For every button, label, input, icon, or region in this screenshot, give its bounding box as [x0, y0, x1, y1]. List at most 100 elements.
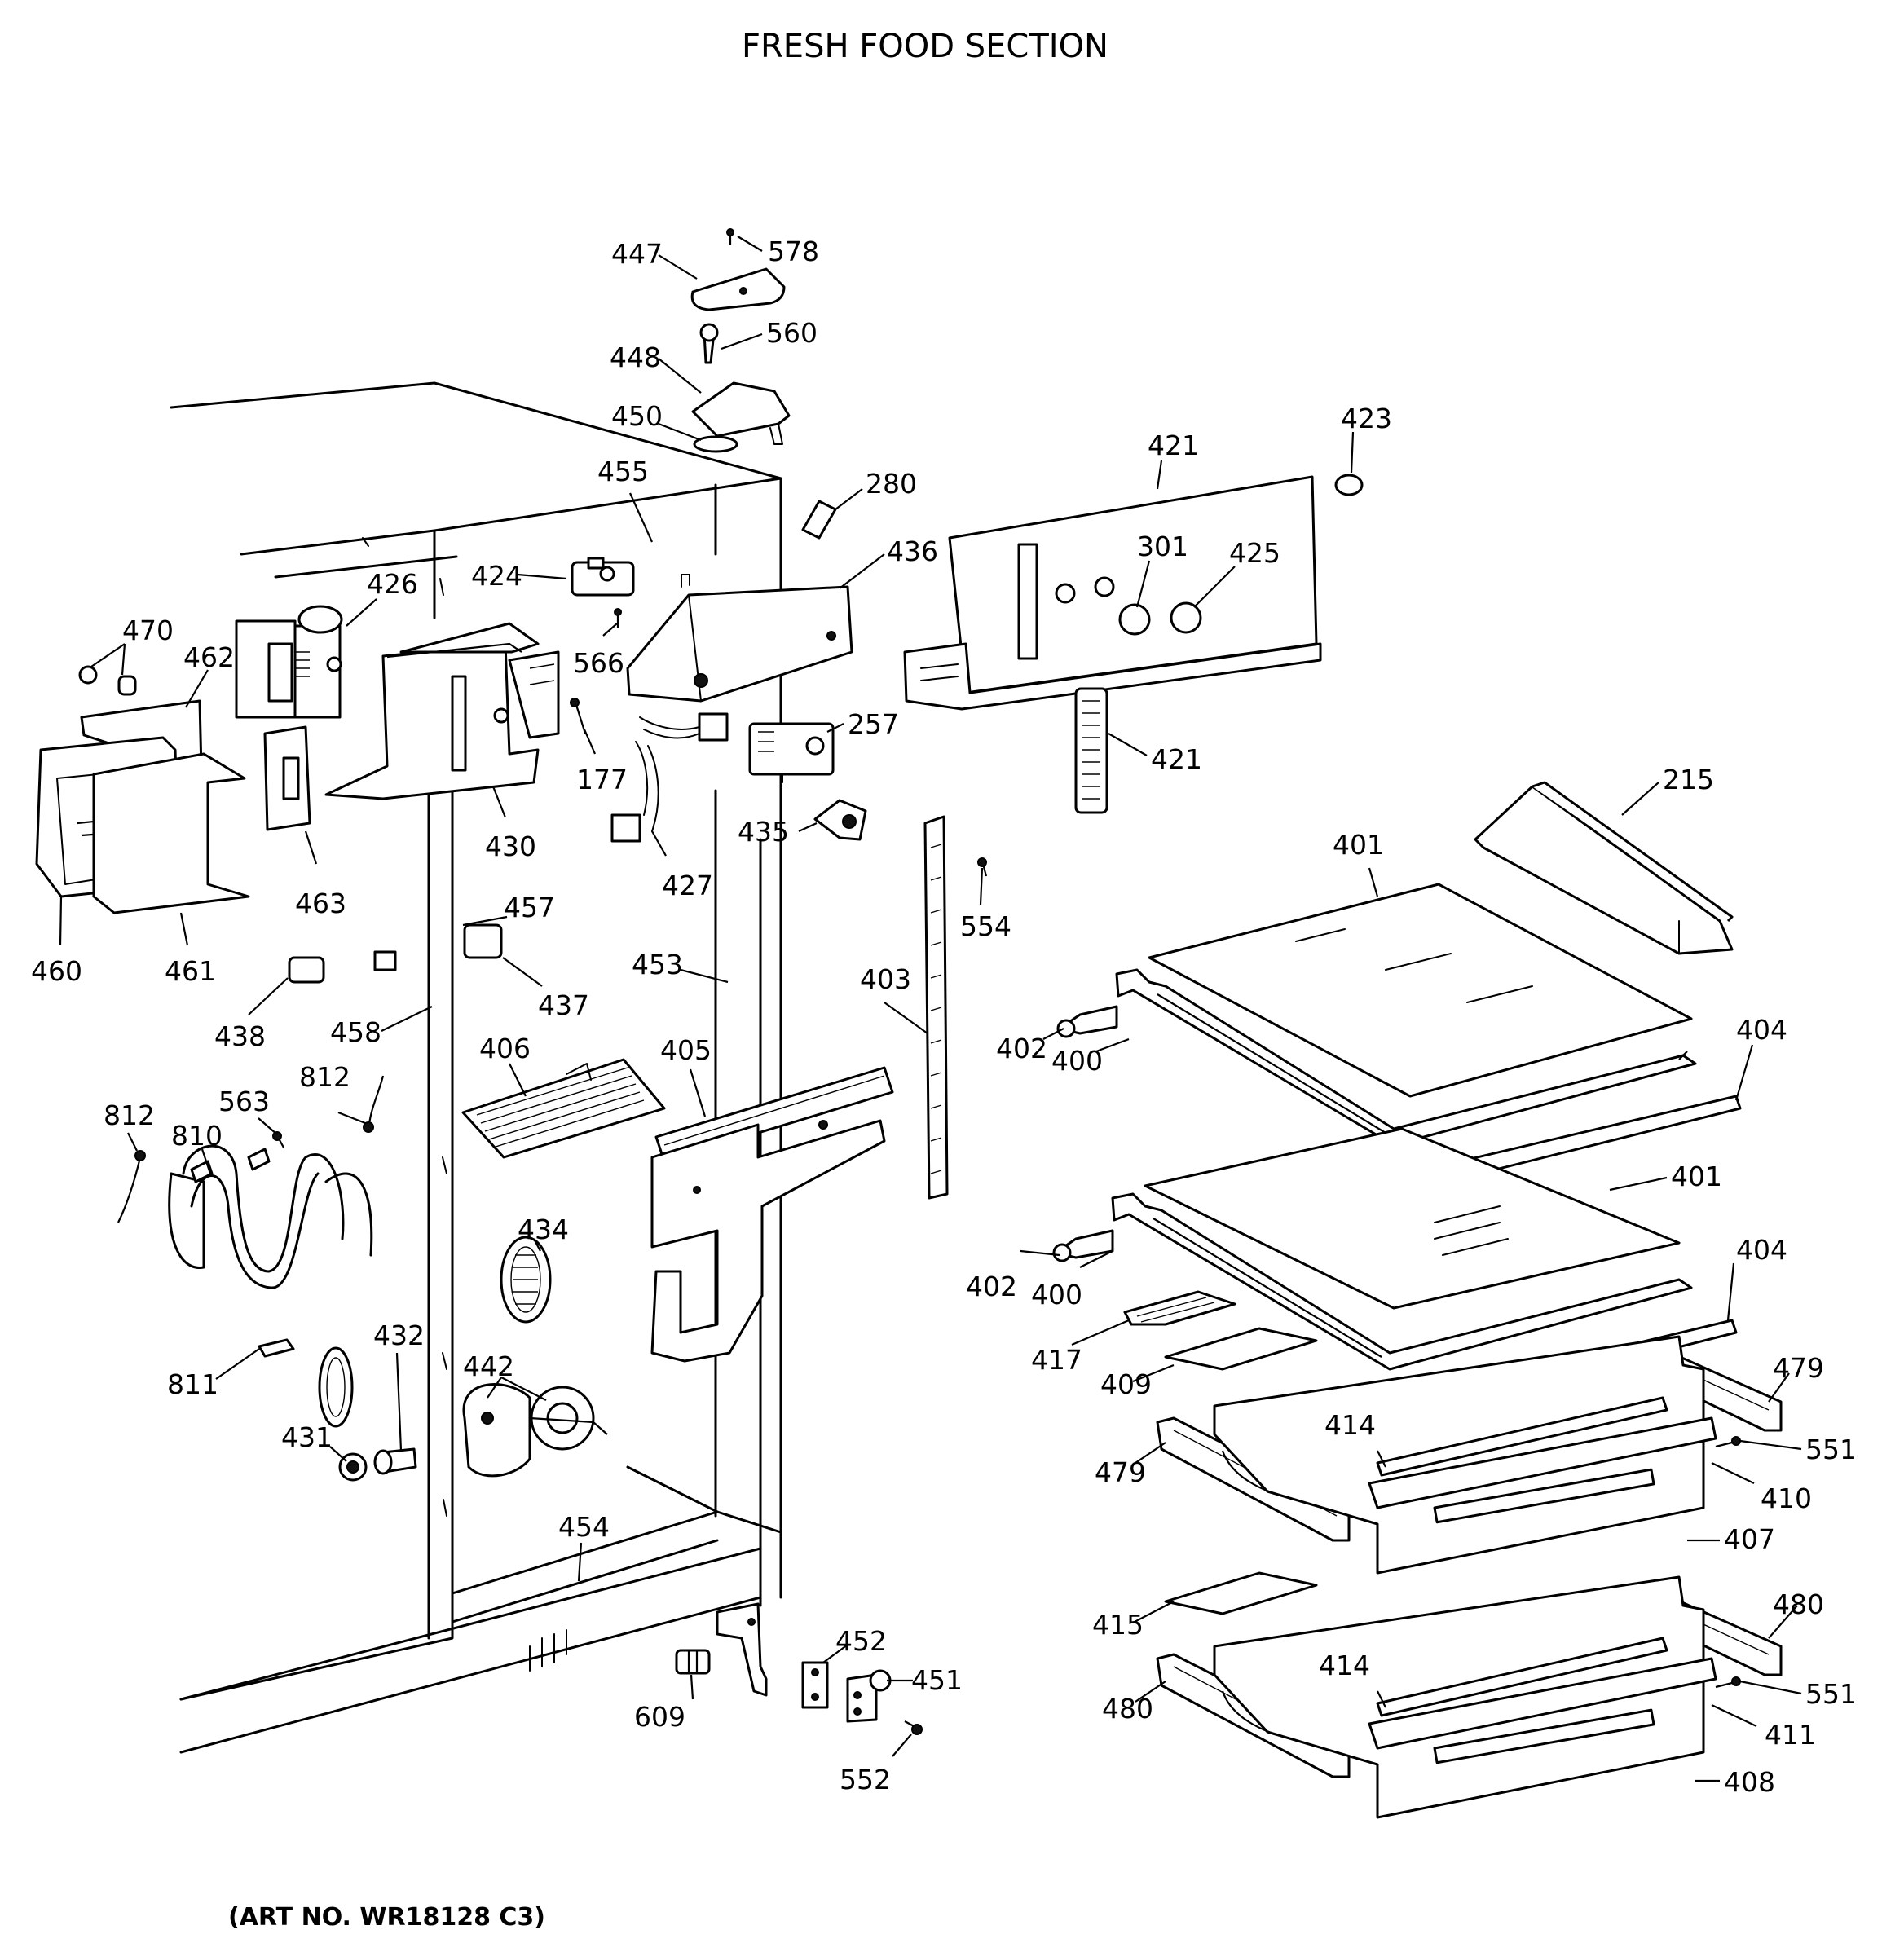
- callout-552: 552: [840, 1764, 891, 1795]
- knob-425: [1170, 601, 1202, 634]
- damper-426: [235, 605, 343, 719]
- cap-438: [288, 956, 325, 984]
- callout-437: 437: [538, 989, 589, 1021]
- callout-427: 427: [662, 870, 713, 901]
- grommet-470a: [78, 665, 98, 685]
- callout-460: 460: [31, 955, 82, 987]
- drawer-cover-415: [1164, 1571, 1318, 1615]
- control-panel-421: [903, 474, 1364, 814]
- callout-448: 448: [610, 341, 661, 373]
- upper-shelf-assembly: [1056, 883, 1742, 1183]
- defrost-timer-257: [748, 722, 835, 783]
- bracket-lower: [716, 1602, 768, 1697]
- callout-810: 810: [171, 1120, 223, 1152]
- callout-407: 407: [1724, 1523, 1775, 1555]
- callout-425: 425: [1229, 537, 1280, 569]
- callout-409: 409: [1100, 1368, 1152, 1400]
- knob-301: [1118, 603, 1151, 636]
- callout-426: 426: [367, 568, 418, 600]
- callout-400a: 400: [1051, 1045, 1103, 1077]
- callout-403: 403: [860, 963, 911, 995]
- callout-430: 430: [485, 830, 536, 862]
- callout-404a: 404: [1736, 1014, 1787, 1046]
- callout-480a: 480: [1773, 1588, 1824, 1620]
- light-socket-435: [813, 799, 867, 841]
- callout-462: 462: [183, 641, 235, 673]
- callout-424: 424: [471, 560, 522, 592]
- callout-400b: 400: [1031, 1279, 1082, 1311]
- callout-436: 436: [887, 535, 938, 567]
- callout-442: 442: [463, 1350, 514, 1382]
- support-417: [1123, 1290, 1236, 1326]
- callout-402a: 402: [996, 1033, 1047, 1064]
- callout-479a: 479: [1773, 1352, 1824, 1384]
- callout-452: 452: [835, 1625, 887, 1657]
- callout-406: 406: [479, 1033, 531, 1064]
- hinge-cover-447: [690, 267, 786, 311]
- top-hinge-group: [690, 228, 837, 540]
- hose-812b: [368, 1075, 385, 1126]
- callout-414a: 414: [1324, 1409, 1376, 1441]
- callout-551b: 551: [1805, 1678, 1857, 1710]
- callout-447: 447: [611, 238, 663, 270]
- callout-551a: 551: [1805, 1434, 1857, 1465]
- rail-479b: [1156, 1416, 1351, 1542]
- wiring-harness-427: [610, 712, 729, 843]
- callout-177: 177: [576, 764, 628, 795]
- air-duct-group: [35, 665, 311, 914]
- duct-461: [92, 752, 250, 914]
- callout-454: 454: [558, 1511, 610, 1543]
- bottom-hinge-group: [675, 1602, 923, 1735]
- callout-453: 453: [632, 949, 683, 980]
- callout-257: 257: [848, 708, 899, 740]
- callout-417: 417: [1031, 1344, 1082, 1376]
- shim-450: [693, 435, 738, 453]
- callout-455: 455: [597, 456, 649, 487]
- drawer-cover-409: [1164, 1327, 1318, 1371]
- screw-551a: [1715, 1441, 1733, 1448]
- pad-458: [373, 950, 397, 971]
- callout-421b: 421: [1151, 743, 1202, 775]
- pad-811: [258, 1338, 295, 1358]
- callout-432: 432: [373, 1319, 425, 1351]
- control-housing-436: [626, 574, 853, 703]
- shelf-glass-401b: [1144, 1127, 1681, 1310]
- callout-479b: 479: [1095, 1456, 1146, 1488]
- grommet-434a: [318, 1346, 354, 1428]
- callout-438: 438: [214, 1020, 266, 1052]
- fan-area-parts: [258, 1236, 552, 1482]
- callout-423: 423: [1341, 403, 1392, 434]
- callout-435: 435: [738, 816, 789, 848]
- vent-grille-421: [1074, 687, 1108, 814]
- callout-609: 609: [634, 1701, 685, 1733]
- ladder-403: [923, 815, 988, 1200]
- heater-810: [117, 1075, 385, 1289]
- cam-609: [675, 1649, 711, 1675]
- drawer-front-411: [1368, 1657, 1717, 1750]
- fan-motor-442: [462, 1383, 608, 1478]
- callout-labels: 447 578 560 448 450 455 280 421 423 301 …: [31, 236, 1857, 1798]
- callout-480b: 480: [1102, 1693, 1153, 1725]
- misc-left-parts: [288, 923, 503, 984]
- drawer-rim-414b: [1376, 1637, 1668, 1717]
- drawer-front-410: [1368, 1416, 1717, 1509]
- callout-421a: 421: [1148, 430, 1199, 461]
- callout-411: 411: [1765, 1719, 1816, 1751]
- clip-437: [463, 923, 503, 959]
- callout-470: 470: [122, 615, 174, 646]
- callout-401a: 401: [1333, 829, 1384, 861]
- callout-458: 458: [330, 1016, 381, 1048]
- callout-463: 463: [295, 888, 346, 919]
- art-number: (ART NO. WR18128 C3): [228, 1903, 545, 1932]
- callout-811: 811: [167, 1368, 218, 1400]
- callout-414b: 414: [1319, 1650, 1370, 1681]
- leader-lines: [59, 236, 1802, 1782]
- callout-415: 415: [1092, 1609, 1144, 1641]
- hinge-448: [691, 381, 791, 438]
- callout-280: 280: [866, 468, 917, 500]
- duct-cover-430: [324, 622, 560, 800]
- callout-563: 563: [218, 1086, 270, 1117]
- callout-405: 405: [660, 1034, 712, 1066]
- callout-461: 461: [165, 955, 216, 987]
